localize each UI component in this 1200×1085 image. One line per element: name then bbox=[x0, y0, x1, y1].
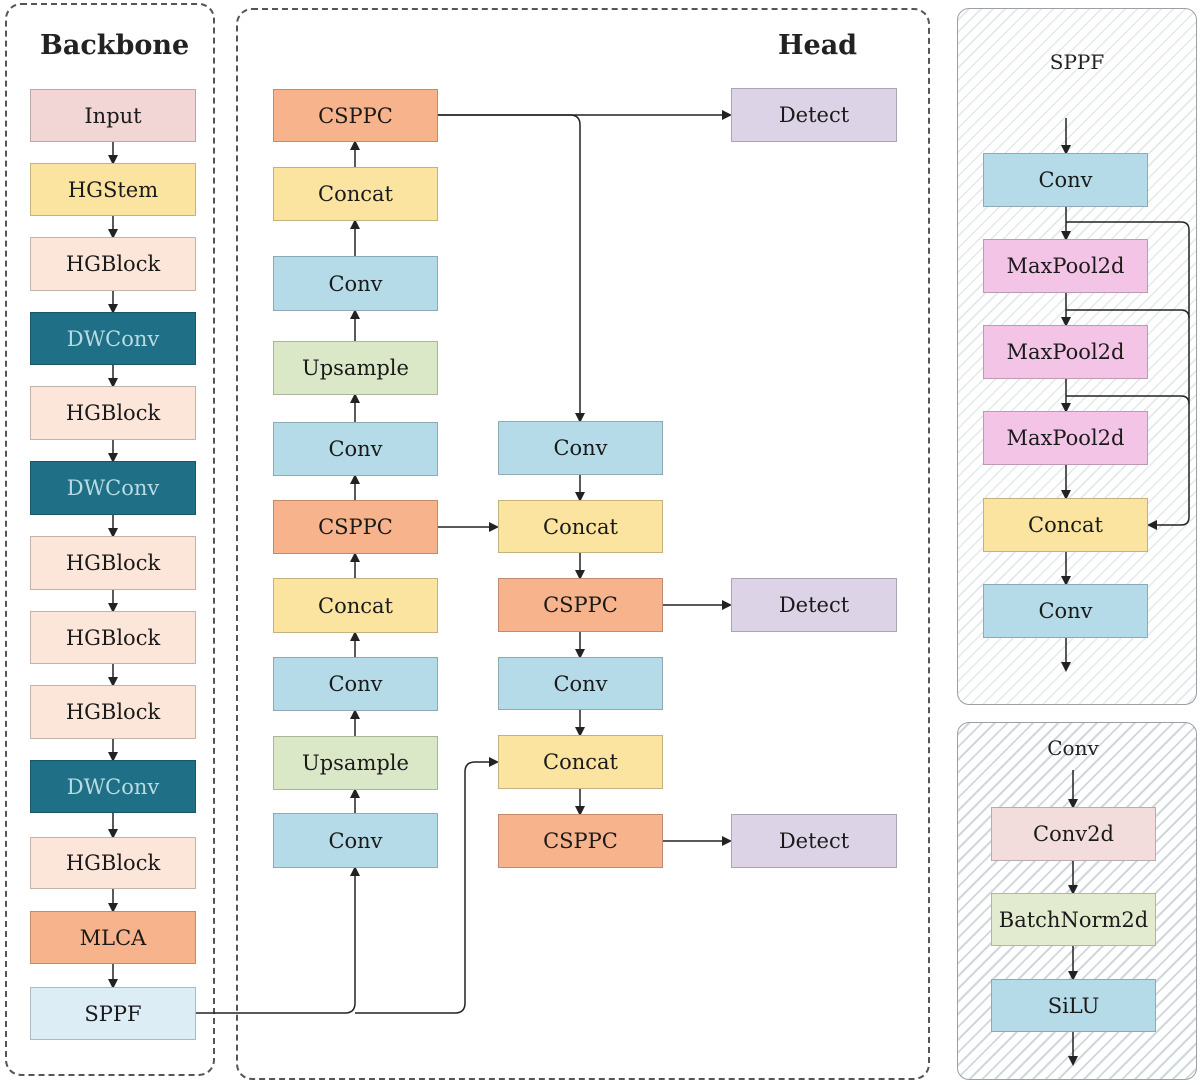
backbone-block-dwconv-1: DWConv bbox=[30, 312, 196, 365]
head-concat-right-2: Concat bbox=[498, 735, 663, 789]
conv-silu: SiLU bbox=[991, 979, 1156, 1032]
conv-batchnorm2d: BatchNorm2d bbox=[991, 893, 1156, 946]
sppf-conv-in: Conv bbox=[983, 153, 1148, 207]
sppf-maxpool-1: MaxPool2d bbox=[983, 239, 1148, 293]
backbone-block-hgblock-2: HGBlock bbox=[30, 386, 196, 440]
head-title: Head bbox=[778, 30, 858, 61]
head-csppc-top: CSPPC bbox=[273, 89, 438, 142]
head-conv-right-1: Conv bbox=[498, 421, 663, 475]
sppf-conv-out: Conv bbox=[983, 584, 1148, 638]
head-detect-3: Detect bbox=[731, 814, 897, 868]
backbone-title: Backbone bbox=[40, 30, 190, 61]
head-csppc-right-1: CSPPC bbox=[498, 578, 663, 632]
head-concat-top: Concat bbox=[273, 167, 438, 221]
backbone-block-hgblock-5: HGBlock bbox=[30, 685, 196, 739]
head-csppc-middle: CSPPC bbox=[273, 500, 438, 554]
head-upsample-top: Upsample bbox=[273, 341, 438, 395]
backbone-block-mlca: MLCA bbox=[30, 911, 196, 964]
backbone-block-hgblock-4: HGBlock bbox=[30, 611, 196, 664]
head-conv-right-2: Conv bbox=[498, 657, 663, 710]
head-upsample-bottom: Upsample bbox=[273, 736, 438, 790]
head-concat-left: Concat bbox=[273, 578, 438, 633]
conv-title: Conv bbox=[1047, 736, 1099, 760]
backbone-block-hgstem: HGStem bbox=[30, 163, 196, 216]
backbone-block-hgblock-6: HGBlock bbox=[30, 837, 196, 889]
sppf-title: SPPF bbox=[1049, 50, 1105, 74]
backbone-block-sppf: SPPF bbox=[30, 987, 196, 1040]
sppf-maxpool-3: MaxPool2d bbox=[983, 411, 1148, 465]
sppf-concat: Concat bbox=[983, 498, 1148, 552]
head-panel bbox=[236, 8, 930, 1080]
head-detect-1: Detect bbox=[731, 88, 897, 142]
backbone-panel bbox=[5, 3, 215, 1076]
head-concat-right-1: Concat bbox=[498, 500, 663, 553]
backbone-block-hgblock-3: HGBlock bbox=[30, 536, 196, 590]
head-conv-left-3: Conv bbox=[273, 657, 438, 711]
backbone-block-input: Input bbox=[30, 89, 196, 142]
backbone-block-hgblock-1: HGBlock bbox=[30, 237, 196, 291]
conv-conv2d: Conv2d bbox=[991, 807, 1156, 861]
head-csppc-right-2: CSPPC bbox=[498, 814, 663, 868]
head-conv-left-4: Conv bbox=[273, 813, 438, 868]
head-conv-left-2: Conv bbox=[273, 422, 438, 476]
sppf-maxpool-2: MaxPool2d bbox=[983, 325, 1148, 379]
head-conv-left-1: Conv bbox=[273, 256, 438, 311]
head-detect-2: Detect bbox=[731, 578, 897, 632]
backbone-block-dwconv-3: DWConv bbox=[30, 760, 196, 813]
backbone-block-dwconv-2: DWConv bbox=[30, 461, 196, 515]
